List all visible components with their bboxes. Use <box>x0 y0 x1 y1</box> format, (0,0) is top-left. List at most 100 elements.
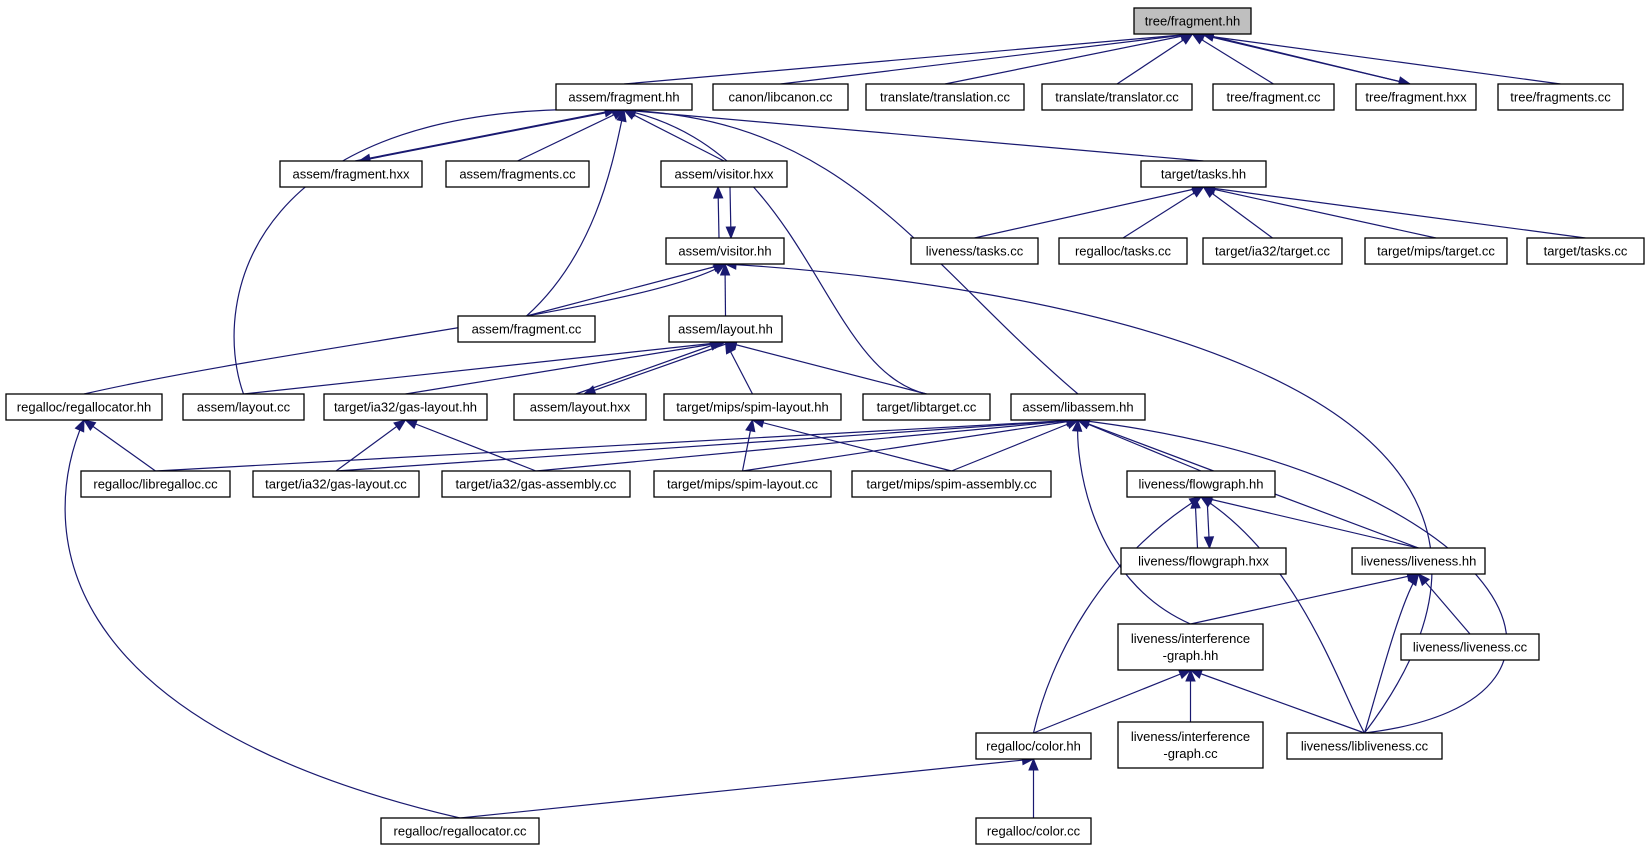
edge-line <box>1077 419 1202 472</box>
node-label: target/ia32/target.cc <box>1215 244 1330 259</box>
node-box <box>1058 237 1188 265</box>
edge-n36-to-n34 <box>1417 572 1471 635</box>
edge-n15-to-n11 <box>1202 184 1437 239</box>
node-box <box>1400 633 1540 661</box>
graph-node[interactable]: target/ia32/gas-assembly.cc <box>441 470 631 498</box>
graph-node[interactable]: assem/fragment.hh <box>555 83 693 111</box>
edge-n28-to-n22 <box>335 419 407 472</box>
graph-node[interactable]: regalloc/color.cc <box>975 817 1092 845</box>
graph-node[interactable]: assem/libassem.hh <box>1010 393 1146 421</box>
node-box <box>668 315 783 343</box>
node-box <box>457 315 596 343</box>
node-box <box>323 393 488 421</box>
edge-line <box>64 419 461 819</box>
graph-node[interactable]: target/ia32/gas-layout.hh <box>323 393 488 421</box>
graph-node[interactable]: target/mips/spim-layout.hh <box>663 393 842 421</box>
graph-node[interactable]: liveness/liveness.hh <box>1351 547 1486 575</box>
edge-line <box>1192 33 1561 85</box>
graph-node[interactable]: assem/fragment.hxx <box>279 160 423 188</box>
graph-node[interactable]: assem/layout.hh <box>668 315 783 343</box>
graph-node[interactable]: liveness/tasks.cc <box>910 237 1039 265</box>
edge-line <box>623 109 927 395</box>
edge-n31-to-n24 <box>751 417 952 472</box>
edge-line <box>1200 496 1419 549</box>
edge-n18-to-n17 <box>526 261 727 317</box>
graph-node[interactable]: regalloc/regallocator.hh <box>5 393 163 421</box>
edge-n40-to-n20 <box>64 418 461 819</box>
graph-node[interactable]: regalloc/color.hh <box>975 732 1092 760</box>
graph-node[interactable]: target/mips/spim-assembly.cc <box>851 470 1052 498</box>
graph-node[interactable]: liveness/interference-graph.hh <box>1117 623 1264 671</box>
graph-node[interactable]: regalloc/libregalloc.cc <box>80 470 231 498</box>
graph-node[interactable]: target/mips/spim-layout.cc <box>653 470 832 498</box>
edge-n9-to-n1 <box>517 109 626 162</box>
node-label: tree/fragment.cc <box>1227 90 1321 105</box>
graph-node[interactable]: liveness/libliveness.cc <box>1286 732 1443 760</box>
graph-node[interactable]: tree/fragment.hxx <box>1355 83 1477 111</box>
arrowhead-icon <box>1071 418 1083 432</box>
node-box <box>712 83 849 111</box>
graph-node[interactable]: target/mips/target.cc <box>1364 237 1508 265</box>
graph-node[interactable]: translate/translation.cc <box>865 83 1025 111</box>
graph-node[interactable]: liveness/liveness.cc <box>1400 633 1540 661</box>
graph-node[interactable]: liveness/flowgraph.hh <box>1126 470 1276 498</box>
node-label: regalloc/color.hh <box>986 739 1081 754</box>
edge-line <box>1033 669 1191 734</box>
arrowhead-icon <box>1203 536 1215 550</box>
node-box <box>279 160 423 188</box>
edge-line <box>405 341 726 395</box>
graph-node[interactable]: assem/visitor.hxx <box>660 160 788 188</box>
graph-node[interactable]: translate/translator.cc <box>1041 83 1193 111</box>
edge-line <box>405 419 537 472</box>
arrowhead-icon <box>725 226 737 240</box>
edge-line <box>575 341 722 395</box>
graph-node[interactable]: assem/layout.cc <box>182 393 305 421</box>
node-box <box>1140 160 1267 188</box>
graph-node[interactable]: assem/fragments.cc <box>445 160 590 188</box>
edge-n30-to-n24 <box>741 418 756 472</box>
edge-line <box>623 109 725 162</box>
edge-line <box>951 419 1079 472</box>
arrowhead-icon <box>1417 572 1430 587</box>
graph-node[interactable]: assem/visitor.hh <box>665 237 785 265</box>
arrowhead-icon <box>404 419 419 430</box>
graph-node[interactable]: tree/fragments.cc <box>1497 83 1624 111</box>
node-box <box>182 393 305 421</box>
node-label: regalloc/tasks.cc <box>1075 244 1172 259</box>
node-label: target/tasks.cc <box>1544 244 1628 259</box>
graph-node[interactable]: liveness/flowgraph.hxx <box>1120 547 1287 575</box>
node-box <box>1117 623 1264 671</box>
graph-node[interactable]: assem/layout.hxx <box>513 393 647 421</box>
edge-line <box>155 419 1079 472</box>
edge-line <box>583 341 732 395</box>
node-label: tree/fragments.cc <box>1510 90 1611 105</box>
graph-node[interactable]: canon/libcanon.cc <box>712 83 849 111</box>
node-box <box>1351 547 1486 575</box>
graph-node[interactable]: tree/fragment.hh <box>1133 7 1252 35</box>
edge-n39-to-n26 <box>1076 416 1508 734</box>
edge-line <box>1203 186 1273 239</box>
graph-node[interactable]: target/ia32/target.cc <box>1202 237 1343 265</box>
graph-node[interactable]: target/libtarget.cc <box>862 393 991 421</box>
graph-node[interactable]: tree/fragment.cc <box>1212 83 1335 111</box>
graph-node[interactable]: regalloc/regallocator.cc <box>380 817 540 845</box>
graph-node[interactable]: assem/fragment.cc <box>457 315 596 343</box>
graph-node[interactable]: target/tasks.cc <box>1526 237 1645 265</box>
edge-n39-to-n34 <box>1363 572 1420 734</box>
graph-node[interactable]: target/ia32/gas-layout.cc <box>252 470 420 498</box>
edge-line <box>1203 186 1586 239</box>
arrowhead-icon <box>74 418 85 433</box>
arrowhead-icon <box>393 419 407 432</box>
edge-n27-to-n20 <box>82 419 156 472</box>
arrowhead-icon <box>1185 668 1196 682</box>
edge-n37-to-n32 <box>1032 496 1203 734</box>
graph-node[interactable]: regalloc/tasks.cc <box>1058 237 1188 265</box>
graph-node[interactable]: target/tasks.hh <box>1140 160 1267 188</box>
graph-node[interactable]: liveness/interference-graph.cc <box>1117 721 1264 769</box>
edge-n17-to-n10 <box>712 185 724 239</box>
node-label: regalloc/libregalloc.cc <box>93 477 218 492</box>
node-box <box>851 470 1052 498</box>
node-label: assem/layout.hxx <box>530 400 631 415</box>
edge-n10-to-n17 <box>725 186 737 240</box>
node-box <box>380 817 540 845</box>
